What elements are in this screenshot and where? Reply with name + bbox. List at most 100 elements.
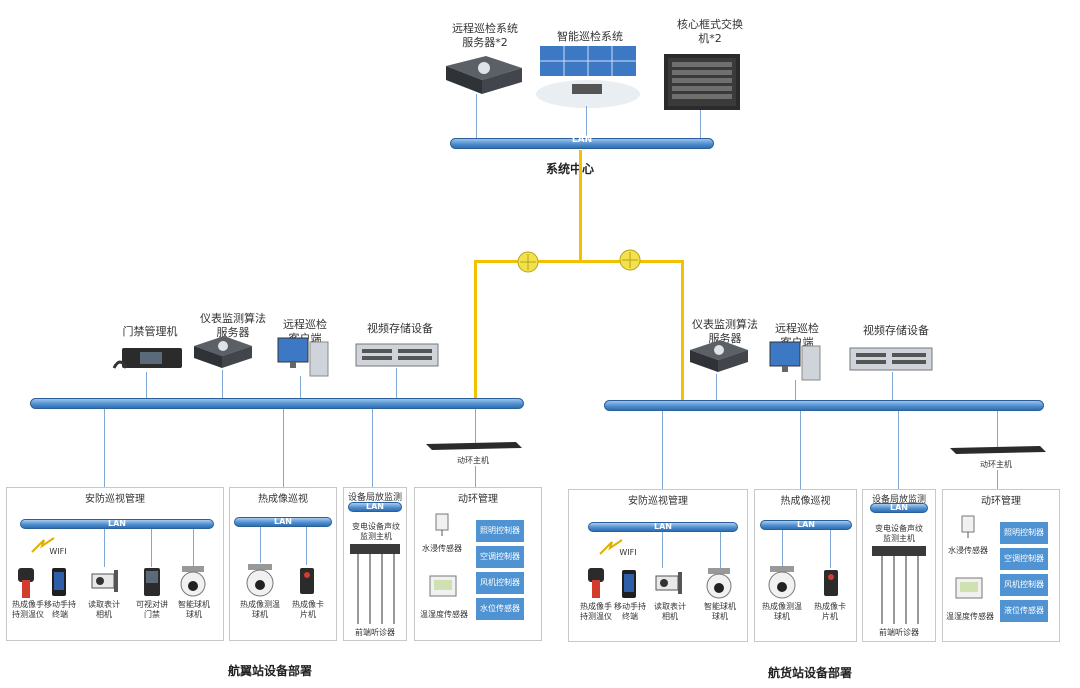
storage-icon: [355, 343, 439, 367]
right-discharge-box: 设备局放监测: [862, 489, 936, 642]
center-lan-label: LAN: [571, 135, 593, 145]
sound-monitor-host-icon: [872, 546, 926, 624]
right-discharge-lan: LAN: [870, 503, 928, 513]
thermal-card-camera-icon: [824, 570, 838, 596]
thermal-dome-icon: [246, 564, 274, 597]
control-module: 空调控制器: [476, 546, 524, 568]
left-thermal-lan: LAN: [234, 517, 332, 527]
device-label: 热成像测温球机: [762, 602, 802, 621]
device-label: 热成像手持测温仪: [12, 600, 44, 619]
left-storage-label: 视频存储设备: [367, 322, 433, 335]
control-module: 照明控制器: [1000, 522, 1048, 544]
mobile-terminal-icon: [52, 568, 66, 596]
right-storage-label: 视频存储设备: [863, 324, 929, 337]
left-thermal-box: 热成像巡视: [229, 487, 337, 641]
device-label: 可视对讲门禁: [136, 600, 168, 619]
sensor-label: 前端听诊器: [879, 628, 919, 637]
section-title: 设备局放监测: [871, 495, 926, 505]
wifi-icon: [599, 539, 623, 555]
control-module: 照明控制器: [476, 520, 524, 542]
center-lan-bus: [450, 138, 714, 149]
meter-camera-icon: [655, 572, 682, 594]
right-thermal-lan: LAN: [760, 520, 852, 530]
intercom-icon: [144, 568, 160, 596]
device-label: 热成像卡片机: [292, 600, 324, 619]
server-icon: [446, 56, 522, 94]
computer-icon: [277, 337, 329, 377]
section-title: 热成像巡视: [258, 494, 308, 505]
center-title: 系统中心: [545, 162, 594, 176]
control-module: 水位传感器: [476, 598, 524, 620]
device-label: 温湿度传感器: [420, 610, 468, 619]
sound-monitor-host-icon: [350, 544, 400, 624]
dome-camera-icon: [180, 566, 206, 597]
control-module: 风机控制器: [476, 572, 524, 594]
device-label: 移动手持终端: [614, 602, 646, 621]
section-title: 安防巡视管理: [628, 496, 688, 507]
smart-inspection-system-label: 智能巡检系统: [557, 30, 623, 43]
device-label: 热成像测温球机: [240, 600, 280, 619]
server-icon: [194, 336, 252, 368]
right-site-title: 航货站设备部署: [767, 666, 852, 680]
sound-host-label: 变电设备声纹监测主机: [352, 522, 400, 541]
left-env-host-label: 动环主机: [457, 456, 489, 465]
computer-icon: [769, 341, 821, 381]
section-title: 安防巡视管理: [85, 494, 145, 505]
right-security-lan: LAN: [588, 522, 738, 532]
sound-host-label: 变电设备声纹监测主机: [875, 524, 923, 543]
thermal-card-camera-icon: [300, 568, 314, 594]
core-switch-icon: [664, 54, 740, 110]
left-discharge-lan: LAN: [348, 502, 402, 512]
left-access-control-label: 门禁管理机: [122, 325, 178, 338]
video-wall-icon: [536, 46, 640, 108]
device-label: 智能球机球机: [704, 602, 736, 621]
right-security-box: 安防巡视管理: [568, 489, 748, 642]
device-label: 读取表计相机: [654, 602, 686, 621]
device-label: 智能球机球机: [178, 600, 210, 619]
right-env-host-label: 动环主机: [980, 460, 1012, 469]
section-title: 设备局放监测: [347, 493, 402, 503]
left-security-lan: LAN: [20, 519, 214, 529]
remote-inspection-server-label: 远程巡检系统服务器*2: [452, 22, 518, 49]
device-label: 读取表计相机: [88, 600, 120, 619]
left-security-box: 安防巡视管理: [6, 487, 224, 641]
left-lan-bus: [30, 398, 524, 409]
right-thermal-box: 热成像巡视: [754, 489, 857, 642]
wifi-label: WIFI: [49, 547, 67, 556]
sensor-label: 前端听诊器: [355, 628, 395, 637]
firewall-icon: [517, 251, 539, 273]
device-label: 热成像卡片机: [814, 602, 846, 621]
access-control-icon: [112, 348, 182, 369]
meter-camera-icon: [91, 570, 118, 592]
water-sensor-icon: [435, 513, 449, 536]
section-title: 热成像巡视: [780, 496, 831, 507]
control-module: 液位传感器: [1000, 600, 1048, 622]
control-module: 空调控制器: [1000, 548, 1048, 570]
device-label: 移动手持终端: [44, 600, 76, 619]
humidity-sensor-icon: [955, 577, 983, 599]
core-switch-label: 核心框式交换机*2: [677, 18, 743, 45]
env-host-icon: [426, 442, 522, 450]
wifi-icon: [31, 537, 55, 553]
water-sensor-icon: [961, 515, 975, 538]
left-discharge-box: 设备局放监测: [343, 487, 407, 641]
left-site-title: 航翼站设备部署: [227, 664, 312, 678]
humidity-sensor-icon: [429, 575, 457, 597]
storage-icon: [849, 347, 933, 371]
mobile-terminal-icon: [622, 570, 636, 598]
device-label: 水浸传感器: [948, 546, 988, 555]
server-icon: [690, 340, 748, 372]
env-host-icon: [950, 446, 1046, 454]
firewall-icon: [619, 249, 641, 271]
right-lan-bus: [604, 400, 1044, 411]
wifi-label: WIFI: [619, 548, 637, 557]
control-module: 风机控制器: [1000, 574, 1048, 596]
left-meter-server-label: 仪表监测算法服务器: [200, 312, 266, 339]
thermal-handheld-icon: [588, 568, 604, 598]
device-label: 水浸传感器: [422, 544, 462, 553]
dome-camera-icon: [706, 568, 732, 599]
thermal-handheld-icon: [18, 568, 34, 598]
thermal-dome-icon: [768, 566, 796, 599]
section-title: 动环管理: [981, 496, 1021, 507]
device-label: 热成像手持测温仪: [580, 602, 612, 621]
